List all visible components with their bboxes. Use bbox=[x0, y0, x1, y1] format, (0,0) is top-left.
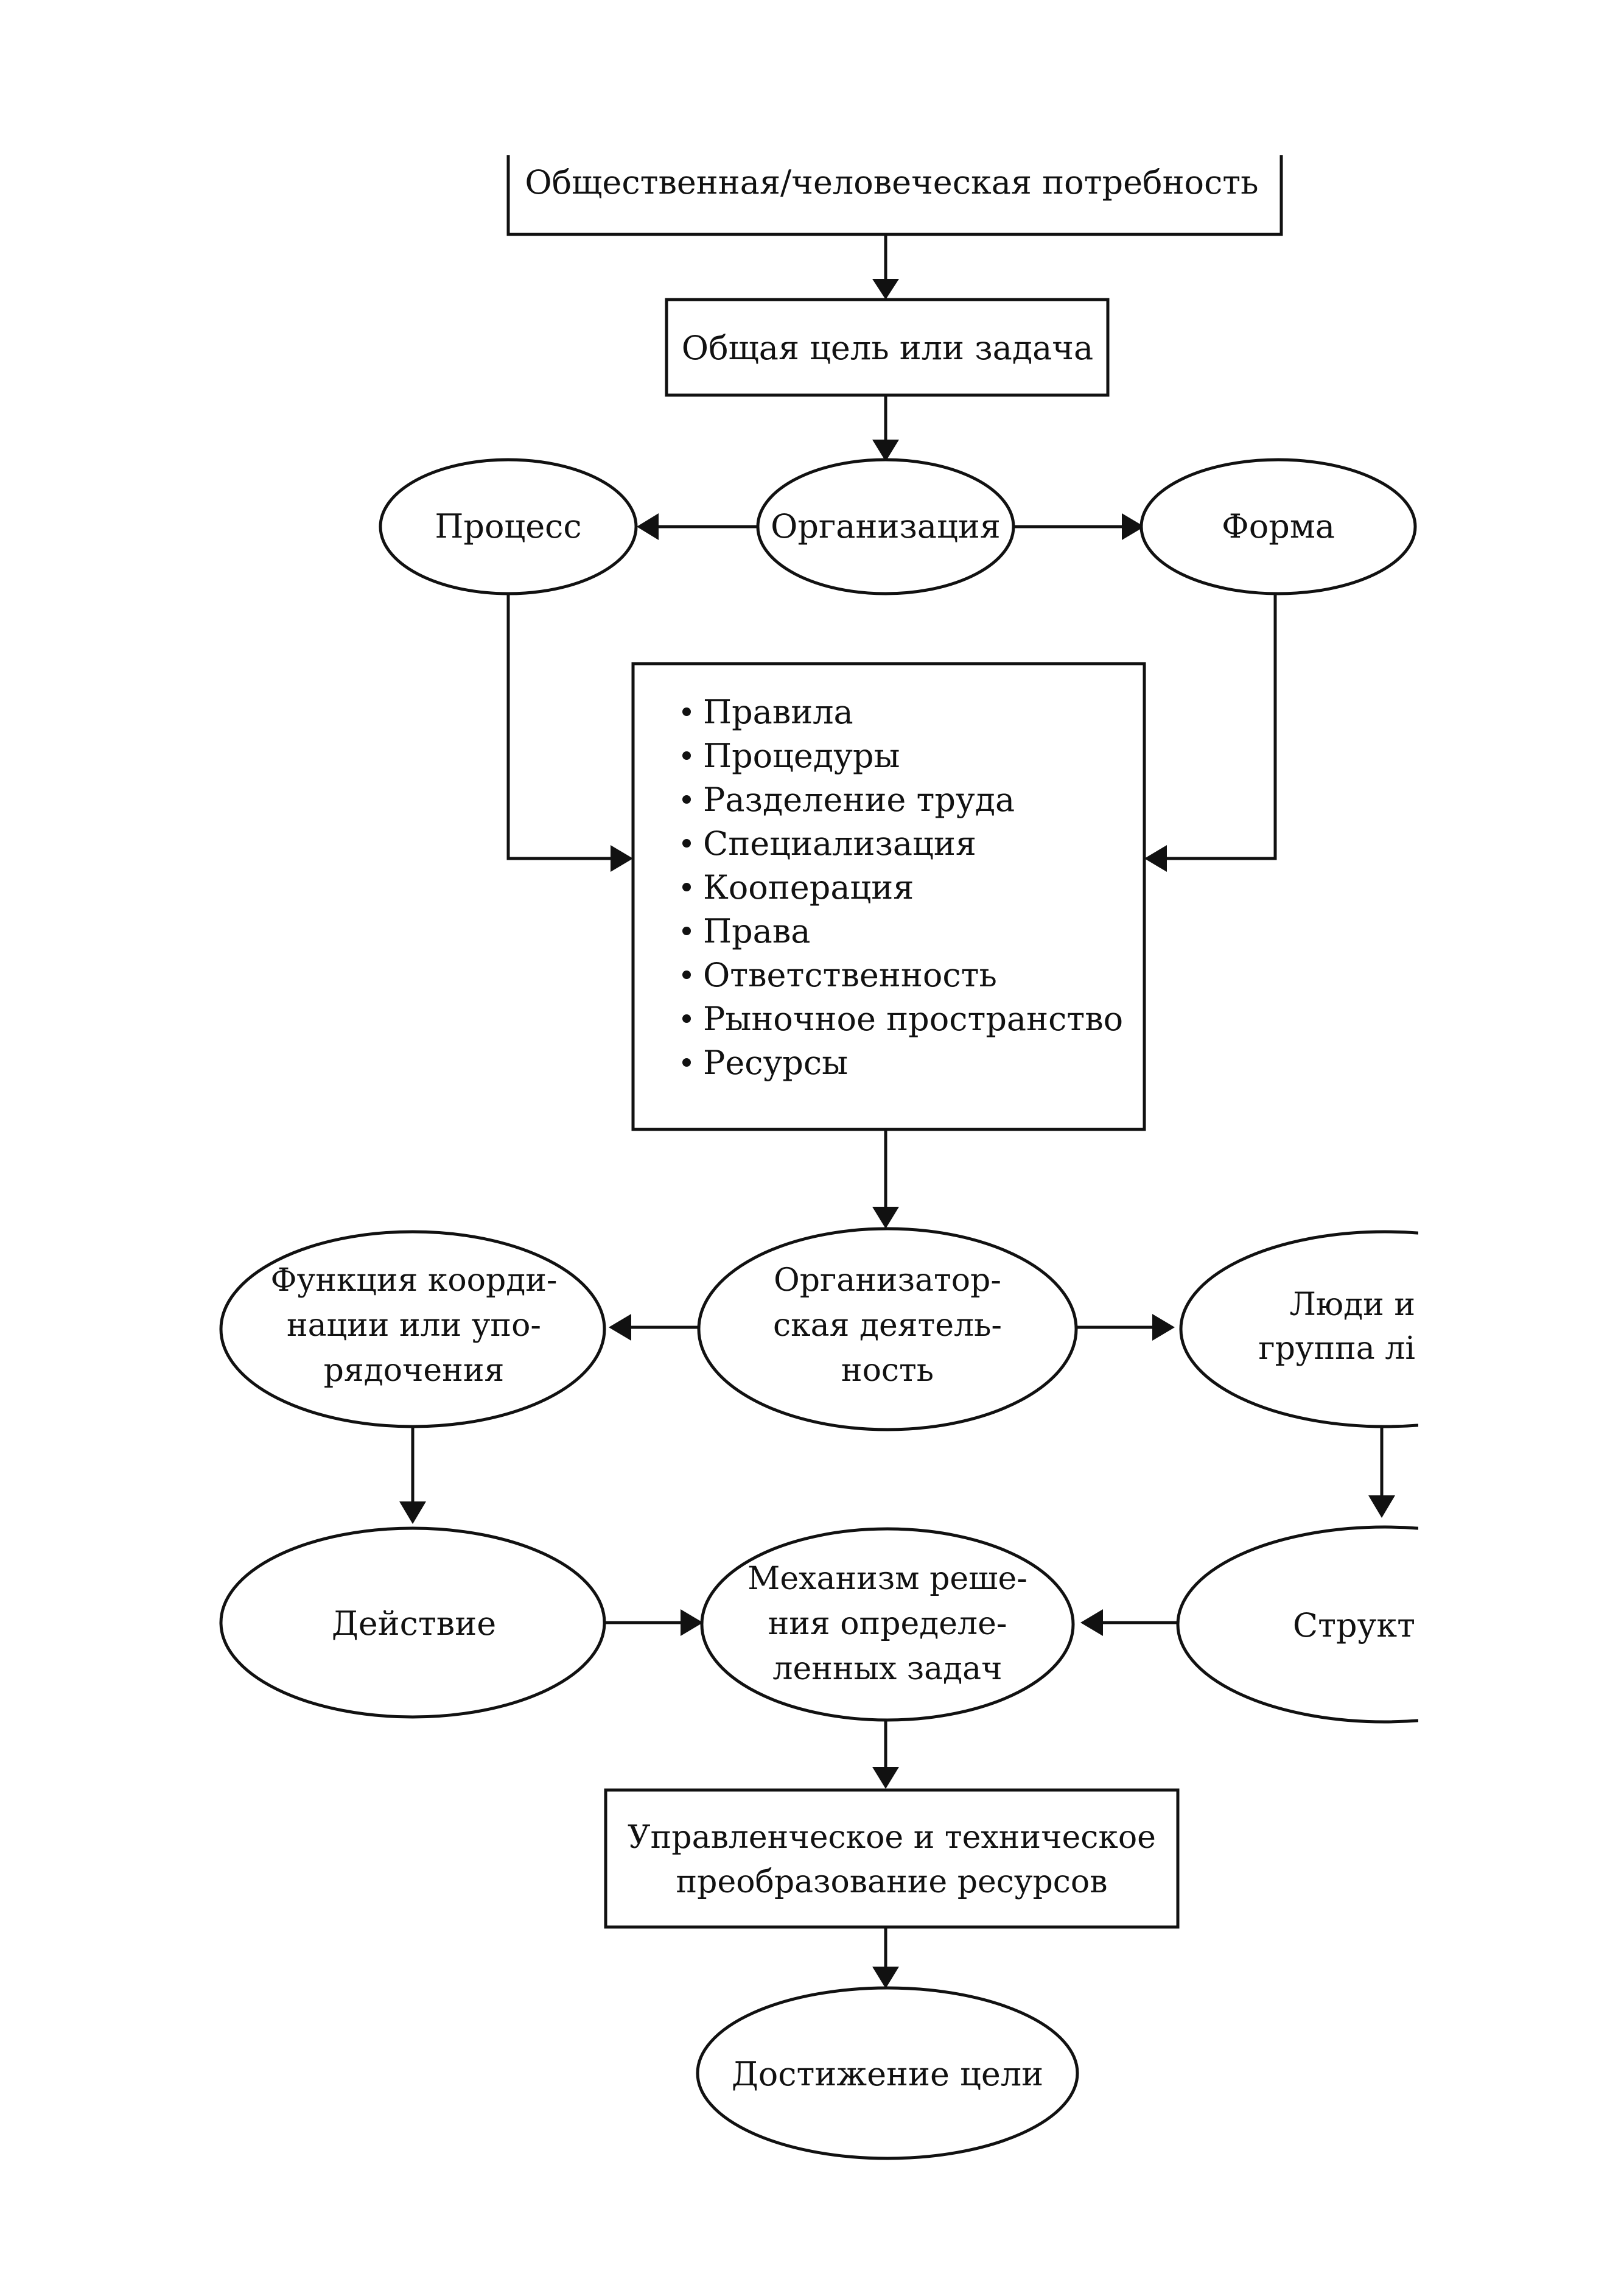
coordination-label-line2: нации или упо- bbox=[287, 1307, 541, 1344]
node-people: Люди и группа лі bbox=[1179, 1230, 1418, 1428]
arrow-form-to-list bbox=[1166, 594, 1277, 860]
node-organization: Организация bbox=[756, 458, 1015, 595]
mechanism-label-line1: Механизм реше- bbox=[747, 1561, 1027, 1597]
arrowhead-organization-to-form bbox=[1122, 513, 1144, 540]
bullet bbox=[682, 1058, 691, 1067]
bullet bbox=[682, 707, 691, 716]
need-label: Общественная/человеческая потребность bbox=[525, 163, 1258, 202]
list-item: Специализация bbox=[703, 824, 976, 863]
node-list: Правила Процедуры Разделение труда Специ… bbox=[631, 662, 1146, 1131]
bullet bbox=[682, 839, 691, 848]
arrowhead-coordination-to-action bbox=[399, 1501, 426, 1524]
list-item: Рыночное пространство bbox=[703, 1000, 1123, 1038]
node-process: Процесс bbox=[379, 458, 638, 595]
bullet bbox=[682, 927, 691, 935]
bullet bbox=[682, 1014, 691, 1023]
node-form: Форма bbox=[1139, 458, 1417, 595]
mechanism-label-line3: ленных задач bbox=[772, 1651, 1002, 1687]
list-item: Ресурсы bbox=[703, 1044, 848, 1082]
people-label-line2: группа лі bbox=[1258, 1330, 1415, 1367]
coordination-label-line1: Функция коорди- bbox=[271, 1262, 558, 1299]
node-transformation: Управленческое и техническое преобразова… bbox=[604, 1788, 1180, 1929]
connectors bbox=[399, 234, 1395, 1989]
bullet bbox=[682, 971, 691, 979]
node-need: Общественная/человеческая потребность bbox=[506, 155, 1283, 236]
activity-label-line3: ность bbox=[841, 1352, 934, 1389]
transformation-label-line1: Управленческое и техническое bbox=[628, 1819, 1156, 1856]
arrowhead-process-to-list bbox=[611, 845, 633, 872]
arrow-process-to-list bbox=[506, 594, 612, 860]
list-item: Кооперация bbox=[703, 868, 914, 907]
list-item: Разделение труда bbox=[703, 781, 1015, 819]
list-item: Ответственность bbox=[703, 956, 997, 994]
arrowhead-transformation-to-achievement bbox=[872, 1967, 899, 1989]
arrowhead-organization-to-process bbox=[637, 513, 659, 540]
bullet bbox=[682, 751, 691, 760]
structure-label: Структ bbox=[1293, 1606, 1415, 1645]
arrowhead-list-to-activity bbox=[872, 1207, 899, 1229]
list-item: Правила bbox=[703, 693, 853, 731]
arrowhead-activity-to-coordination bbox=[609, 1314, 631, 1341]
arrowhead-form-to-list bbox=[1144, 845, 1167, 872]
arrowhead-need-to-goal bbox=[872, 279, 899, 300]
mechanism-label-line2: ния определе- bbox=[768, 1606, 1007, 1642]
activity-label-line2: ская деятель- bbox=[773, 1307, 1002, 1344]
node-organizing-activity: Организатор- ская деятель- ность bbox=[697, 1227, 1078, 1431]
transformation-label-line2: преобразование ресурсов bbox=[676, 1864, 1108, 1900]
list-items: Правила Процедуры Разделение труда Специ… bbox=[682, 693, 1123, 1082]
node-action: Действие bbox=[219, 1526, 606, 1719]
bullet bbox=[682, 883, 691, 891]
list-item: Процедуры bbox=[703, 737, 900, 775]
arrowhead-structure-to-mechanism bbox=[1080, 1609, 1103, 1636]
organization-label: Организация bbox=[771, 507, 1001, 546]
node-mechanism: Механизм реше- ния определе- ленных зада… bbox=[700, 1527, 1075, 1722]
node-coordination: Функция коорди- нации или упо- рядочения bbox=[219, 1230, 606, 1428]
action-label: Действие bbox=[332, 1604, 496, 1643]
arrowhead-action-to-mechanism bbox=[681, 1609, 703, 1636]
arrowhead-goal-to-organization bbox=[872, 440, 899, 462]
node-structure: Структ bbox=[1176, 1525, 1418, 1724]
need-box-outline bbox=[506, 155, 1283, 236]
process-label: Процесс bbox=[435, 507, 581, 546]
coordination-label-line3: рядочения bbox=[324, 1352, 505, 1389]
node-goal: Общая цель или задача bbox=[665, 298, 1110, 397]
arrowhead-people-to-structure bbox=[1368, 1495, 1395, 1518]
bullet bbox=[682, 795, 691, 804]
goal-label: Общая цель или задача bbox=[682, 329, 1093, 367]
form-label: Форма bbox=[1222, 507, 1335, 546]
activity-label-line1: Организатор- bbox=[774, 1262, 1001, 1299]
arrowhead-activity-to-people bbox=[1152, 1314, 1175, 1341]
people-label-line1: Люди и bbox=[1289, 1287, 1415, 1323]
list-item: Права bbox=[703, 912, 810, 950]
arrowhead-mechanism-to-transformation bbox=[872, 1767, 899, 1789]
achievement-label: Достижение цели bbox=[732, 2055, 1043, 2093]
node-achievement: Достижение цели bbox=[696, 1986, 1079, 2160]
